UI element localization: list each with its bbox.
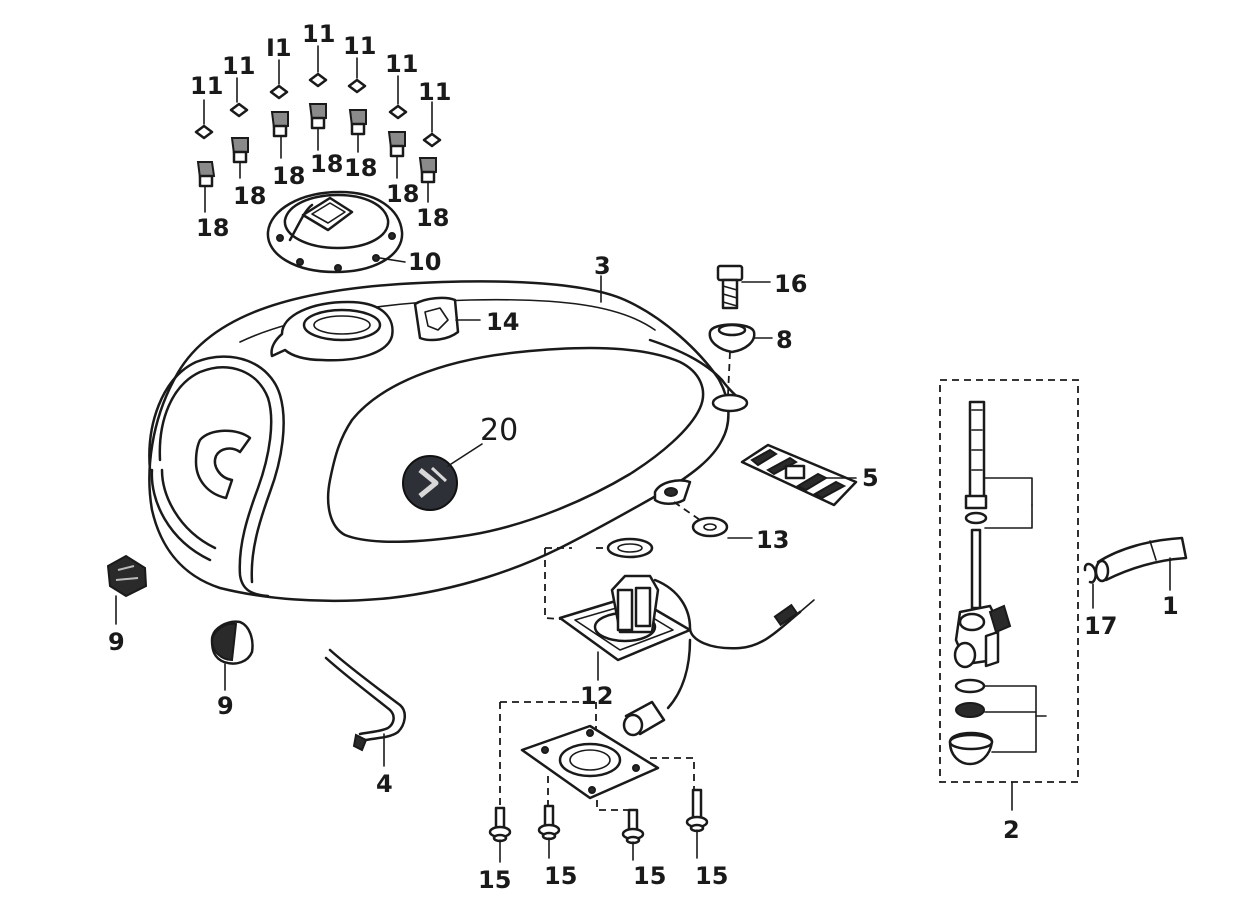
label-11: 11 (302, 20, 335, 48)
label-18: 18 (310, 150, 343, 178)
rubber-pad-part-5 (740, 443, 858, 507)
screw-15-b (537, 804, 561, 841)
grommet-part-8 (708, 323, 756, 396)
screw-18-e (348, 109, 367, 136)
label-15: 15 (544, 862, 577, 890)
label-17: 17 (1084, 612, 1117, 640)
label-9: 9 (217, 692, 234, 720)
fuel-tank-part-3 (148, 280, 749, 603)
label-1: 1 (1162, 592, 1179, 620)
part-labels: 11 11 I1 11 11 11 11 18 18 18 18 18 18 1… (108, 20, 1179, 894)
fuel-cock-part-2 (939, 379, 1079, 783)
label-3: 3 (594, 252, 611, 280)
label-4: 4 (376, 770, 393, 798)
cushion-part-9-b (210, 620, 254, 665)
screw-18-d (308, 103, 327, 130)
label-15: 15 (633, 862, 666, 890)
bolt-part-16 (716, 264, 744, 310)
screw-18-f (387, 131, 406, 158)
cushion-part-9-a (106, 554, 148, 598)
label-14: 14 (486, 308, 519, 336)
label-12: 12 (580, 682, 613, 710)
label-11: 11 (190, 72, 223, 100)
label-9: 9 (108, 628, 125, 656)
label-20: 20 (480, 413, 518, 448)
washer-part-13 (673, 501, 729, 538)
badge-part-14 (413, 296, 460, 342)
label-16: 16 (774, 270, 807, 298)
label-11: 11 (418, 78, 451, 106)
label-2: 2 (1003, 816, 1020, 844)
label-11: 11 (385, 50, 418, 78)
label-8: 8 (776, 326, 793, 354)
screw-18-a (196, 161, 216, 188)
label-18: 18 (386, 180, 419, 208)
label-18: 18 (272, 162, 305, 190)
cap-washers-part-11 (194, 72, 442, 148)
screw-18-c (270, 111, 289, 138)
label-18: 18 (233, 182, 266, 210)
screw-15-a (488, 806, 512, 843)
tank-cap-part-10 (266, 190, 404, 274)
leader-lines (115, 45, 1171, 863)
label-11: 11 (343, 32, 376, 60)
screw-15-d (685, 788, 709, 833)
label-15: 15 (695, 862, 728, 890)
label-18: 18 (416, 204, 449, 232)
label-5: 5 (862, 464, 879, 492)
label-11: I1 (266, 34, 292, 62)
tank-emblem-icon (402, 455, 458, 511)
fuel-hose-part-1 (1094, 536, 1188, 583)
screw-18-g (418, 157, 437, 184)
label-10: 10 (408, 248, 441, 276)
screw-15-c (621, 808, 645, 845)
fuel-pump-part-12 (544, 537, 815, 737)
hose-clip-part-17 (1083, 562, 1097, 584)
label-18: 18 (196, 214, 229, 242)
pump-gasket-plate (499, 701, 695, 811)
label-11: 11 (222, 52, 255, 80)
label-15: 15 (478, 866, 511, 894)
hose-part-4 (324, 648, 406, 752)
label-13: 13 (756, 526, 789, 554)
cap-screws-part-18 (196, 103, 437, 188)
screw-18-b (230, 137, 249, 164)
label-18: 18 (344, 154, 377, 182)
pump-screws-part-15 (488, 788, 709, 845)
